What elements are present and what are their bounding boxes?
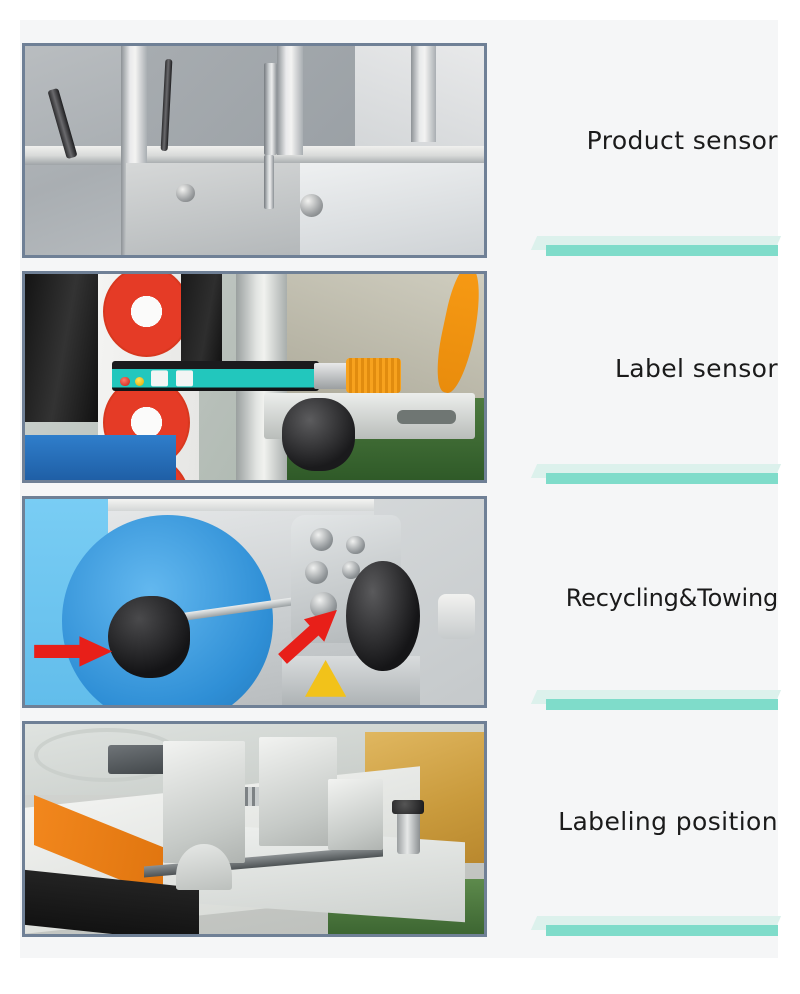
accent-decoration xyxy=(500,464,782,490)
labeling-position-photo xyxy=(22,721,487,937)
feature-label-text: Product sensor xyxy=(586,126,778,155)
accent-bar xyxy=(546,473,778,484)
feature-row-labeling-position: Labeling position xyxy=(0,0,800,937)
feature-label-wrap: Product sensor xyxy=(500,127,778,155)
accent-decoration xyxy=(500,690,782,716)
feature-label-wrap: Label sensor xyxy=(500,355,778,383)
accent-decoration xyxy=(500,236,782,262)
feature-label-text: Recycling&Towing xyxy=(565,584,778,612)
accent-decoration xyxy=(500,916,782,942)
feature-label-text: Labeling position xyxy=(558,807,778,836)
feature-label-wrap: Recycling&Towing xyxy=(500,585,778,611)
feature-label-text: Label sensor xyxy=(614,354,778,383)
accent-bar xyxy=(546,925,778,936)
feature-row-label-sensor: Label sensor xyxy=(0,0,800,484)
accent-bar xyxy=(546,699,778,710)
feature-label-wrap: Labeling position xyxy=(500,808,778,836)
product-sensor-photo xyxy=(22,43,487,258)
feature-row-recycling-towing: Recycling&Towing xyxy=(0,0,800,710)
feature-row-product-sensor: Product sensor xyxy=(0,0,800,258)
accent-bar xyxy=(546,245,778,256)
label-sensor-photo xyxy=(22,271,487,483)
recycling-towing-photo xyxy=(22,496,487,708)
